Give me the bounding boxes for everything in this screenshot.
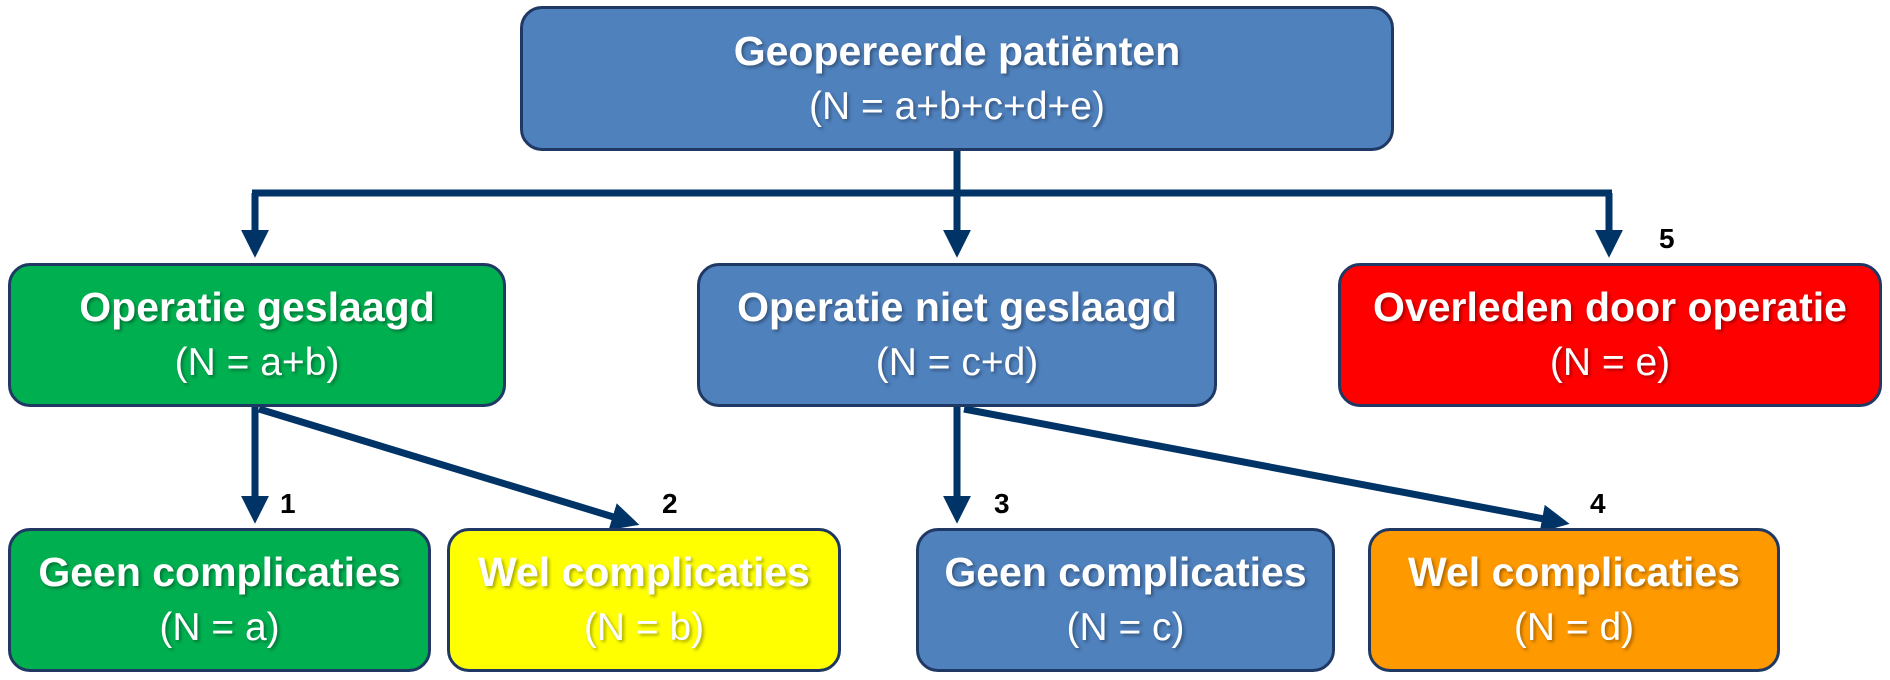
- success-none-count: (N = a): [159, 606, 280, 649]
- success-count: (N = a+b): [174, 341, 340, 384]
- arrow-4: [963, 405, 1570, 533]
- success-comp-count: (N = b): [583, 606, 705, 649]
- arrow-2: [257, 405, 640, 531]
- fail-comp-box: Wel complicaties (N = d): [1368, 528, 1780, 672]
- success-comp-box: Wel complicaties (N = b): [447, 528, 841, 672]
- success-none-title: Geen complicaties: [38, 549, 401, 595]
- fail-title: Operatie niet geslaagd: [737, 284, 1177, 330]
- root-box: Geopereerde patiënten (N = a+b+c+d+e): [520, 6, 1394, 151]
- fail-box: Operatie niet geslaagd (N = c+d): [697, 263, 1217, 407]
- success-box: Operatie geslaagd (N = a+b): [8, 263, 506, 407]
- fail-comp-title: Wel complicaties: [1408, 549, 1740, 595]
- fail-none-box: Geen complicaties (N = c): [916, 528, 1335, 672]
- root-count: (N = a+b+c+d+e): [809, 84, 1105, 128]
- label-3: 3: [994, 488, 1010, 519]
- died-box: Overleden door operatie (N = e): [1338, 263, 1882, 407]
- label-5: 5: [1659, 223, 1675, 254]
- success-none-box: Geen complicaties (N = a): [8, 528, 431, 672]
- success-comp-title: Wel complicaties: [478, 549, 810, 595]
- root-title: Geopereerde patiënten: [733, 27, 1181, 74]
- label-1: 1: [280, 488, 296, 519]
- died-count: (N = e): [1549, 341, 1671, 384]
- fail-count: (N = c+d): [875, 341, 1039, 384]
- fail-comp-count: (N = d): [1513, 606, 1635, 649]
- label-2: 2: [662, 488, 678, 519]
- success-title: Operatie geslaagd: [79, 284, 435, 330]
- died-title: Overleden door operatie: [1373, 284, 1847, 330]
- label-4: 4: [1590, 488, 1606, 519]
- fail-none-count: (N = c): [1066, 606, 1185, 649]
- fail-none-title: Geen complicaties: [944, 549, 1307, 595]
